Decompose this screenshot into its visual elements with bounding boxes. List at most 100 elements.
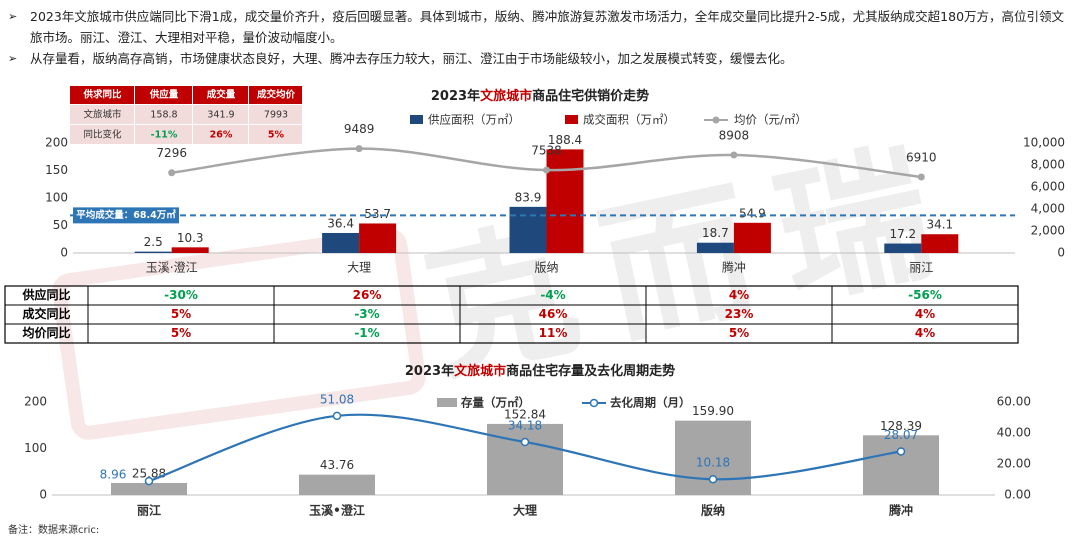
source-note: 备注：数据来源cric: bbox=[8, 525, 100, 536]
data-label-supply: 83.9 bbox=[515, 190, 542, 204]
x-tick-label: 大理 bbox=[513, 503, 537, 518]
data-label-stock: 43.76 bbox=[320, 458, 354, 472]
bullet-item: ➢ 2023年文旅城市供应端同比下滑1成，成交量价齐升，疫后回暖显著。具体到城市… bbox=[8, 6, 1072, 48]
x-tick-label: 腾冲 bbox=[722, 260, 746, 275]
data-label-price: 6910 bbox=[906, 150, 937, 164]
data-label-deal: 53.7 bbox=[364, 207, 391, 221]
price-point bbox=[917, 173, 925, 181]
data-label-cycle: 10.18 bbox=[696, 456, 730, 470]
yoy-cell: 4% bbox=[915, 307, 935, 321]
bar-stock bbox=[299, 474, 375, 495]
summary-cell bbox=[249, 125, 302, 144]
bar-stock bbox=[111, 482, 187, 495]
summary-cell bbox=[249, 105, 302, 124]
x-tick-label: 丽江 bbox=[137, 503, 161, 518]
y2-tick-label: 10,000 bbox=[1023, 136, 1065, 150]
average-label-box bbox=[73, 207, 179, 224]
y-tick-label: 100 bbox=[24, 441, 47, 455]
legend-swatch bbox=[437, 398, 457, 407]
yoy-cell: 5% bbox=[171, 307, 191, 321]
cycle-point bbox=[896, 447, 906, 456]
summary-cell-text: 158.8 bbox=[150, 110, 177, 121]
yoy-cell: 26% bbox=[353, 288, 382, 302]
price-point bbox=[730, 151, 738, 159]
data-label-stock: 159.90 bbox=[692, 404, 734, 418]
data-label-cycle: 8.96 bbox=[100, 468, 127, 482]
summary-bullets: ➢ 2023年文旅城市供应端同比下滑1成，成交量价齐升，疫后回暖显著。具体到城市… bbox=[8, 6, 1072, 69]
y-tick-label: 0 bbox=[60, 246, 68, 260]
data-label-price: 8908 bbox=[719, 129, 750, 143]
summary-header-text: 供应量 bbox=[149, 89, 179, 101]
cycle-point bbox=[332, 411, 342, 421]
cycle-point bbox=[144, 476, 154, 486]
data-label-stock: 128.39 bbox=[880, 419, 922, 433]
legend-marker bbox=[589, 398, 599, 408]
summary-cell-text: 文旅城市 bbox=[83, 109, 122, 121]
bar-supply bbox=[696, 242, 734, 253]
y-tick-label: 150 bbox=[45, 163, 68, 177]
yoy-cell: 46% bbox=[539, 307, 568, 321]
y2-tick-label: 6,000 bbox=[1031, 180, 1065, 194]
bullet-item: ➢ 从存量看，版纳高存高销，市场健康状态良好，大理、腾冲去存压力较大，丽江、澄江… bbox=[8, 48, 1072, 69]
price-point bbox=[355, 145, 363, 153]
yoy-row-label: 供应同比 bbox=[21, 287, 70, 302]
yoy-cell: 5% bbox=[171, 326, 191, 340]
summary-cell bbox=[193, 105, 248, 124]
x-tick-label: 玉溪•澄江 bbox=[309, 503, 365, 518]
data-label-cycle: 34.18 bbox=[508, 419, 542, 433]
yoy-cell: 23% bbox=[725, 307, 754, 321]
yoy-cell: 11% bbox=[539, 326, 568, 340]
bullet-arrow-icon: ➢ bbox=[8, 52, 18, 65]
data-label-price: 7538 bbox=[531, 144, 562, 158]
chart-title: 2023年文旅城市商品住宅存量及去化周期走势 bbox=[405, 363, 675, 379]
summary-cell-text: 5% bbox=[268, 130, 285, 141]
y2-tick-label: 0 bbox=[1057, 246, 1065, 260]
data-label-cycle: 51.08 bbox=[320, 392, 354, 406]
y2-tick-label: 60.00 bbox=[997, 395, 1031, 409]
yoy-cell: -1% bbox=[354, 326, 379, 340]
summary-cell-text: 7993 bbox=[264, 110, 288, 121]
yoy-cell: 4% bbox=[915, 326, 935, 340]
summary-cell-text: -11% bbox=[151, 130, 178, 141]
legend-label: 均价（元/㎡） bbox=[734, 113, 807, 127]
data-label-supply: 36.4 bbox=[327, 216, 354, 230]
y-tick-label: 200 bbox=[45, 136, 68, 150]
bullet-arrow-icon: ➢ bbox=[8, 10, 18, 23]
summary-cell bbox=[135, 125, 192, 144]
bar-supply bbox=[134, 251, 172, 253]
cycle-point bbox=[520, 437, 530, 447]
legend-label: 成交面积（万㎡） bbox=[583, 113, 675, 127]
y2-tick-label: 8,000 bbox=[1031, 158, 1065, 172]
y2-tick-label: 0.00 bbox=[1004, 488, 1031, 502]
summary-header-text: 成交量 bbox=[207, 89, 236, 101]
legend-marker bbox=[712, 116, 720, 124]
summary-header-cell bbox=[193, 86, 248, 104]
bar-supply bbox=[884, 243, 922, 253]
price-point bbox=[543, 166, 550, 174]
y-tick-label: 0 bbox=[39, 488, 47, 502]
summary-header-text: 成交均价 bbox=[257, 89, 296, 101]
bar-supply bbox=[509, 206, 547, 253]
yoy-cell: -3% bbox=[354, 307, 379, 321]
y-tick-label: 100 bbox=[45, 191, 68, 205]
x-tick-label: 大理 bbox=[347, 261, 371, 275]
y2-tick-label: 2,000 bbox=[1031, 224, 1065, 238]
yoy-cell: -4% bbox=[540, 288, 565, 302]
yoy-cell: 4% bbox=[729, 288, 749, 302]
bar-deal bbox=[733, 222, 771, 253]
summary-header-cell bbox=[135, 86, 192, 104]
yoy-row-label: 成交同比 bbox=[22, 306, 70, 321]
bullet-text: 从存量看，版纳高存高销，市场健康状态良好，大理、腾冲去存压力较大，丽江、澄江由于… bbox=[30, 51, 793, 66]
yoy-row-label: 均价同比 bbox=[22, 325, 70, 340]
summary-cell-text: 同比变化 bbox=[83, 129, 122, 141]
bar-deal bbox=[359, 223, 397, 253]
cycle-point bbox=[708, 474, 718, 484]
legend-label: 存量（万㎡） bbox=[461, 396, 530, 410]
y2-tick-label: 20.00 bbox=[997, 457, 1031, 471]
y-tick-label: 50 bbox=[53, 218, 68, 232]
legend-swatch bbox=[565, 115, 578, 124]
chart-title: 2023年文旅城市商品住宅供销价走势 bbox=[431, 88, 649, 104]
legend-swatch bbox=[410, 115, 423, 124]
data-label-stock: 152.84 bbox=[504, 407, 546, 421]
